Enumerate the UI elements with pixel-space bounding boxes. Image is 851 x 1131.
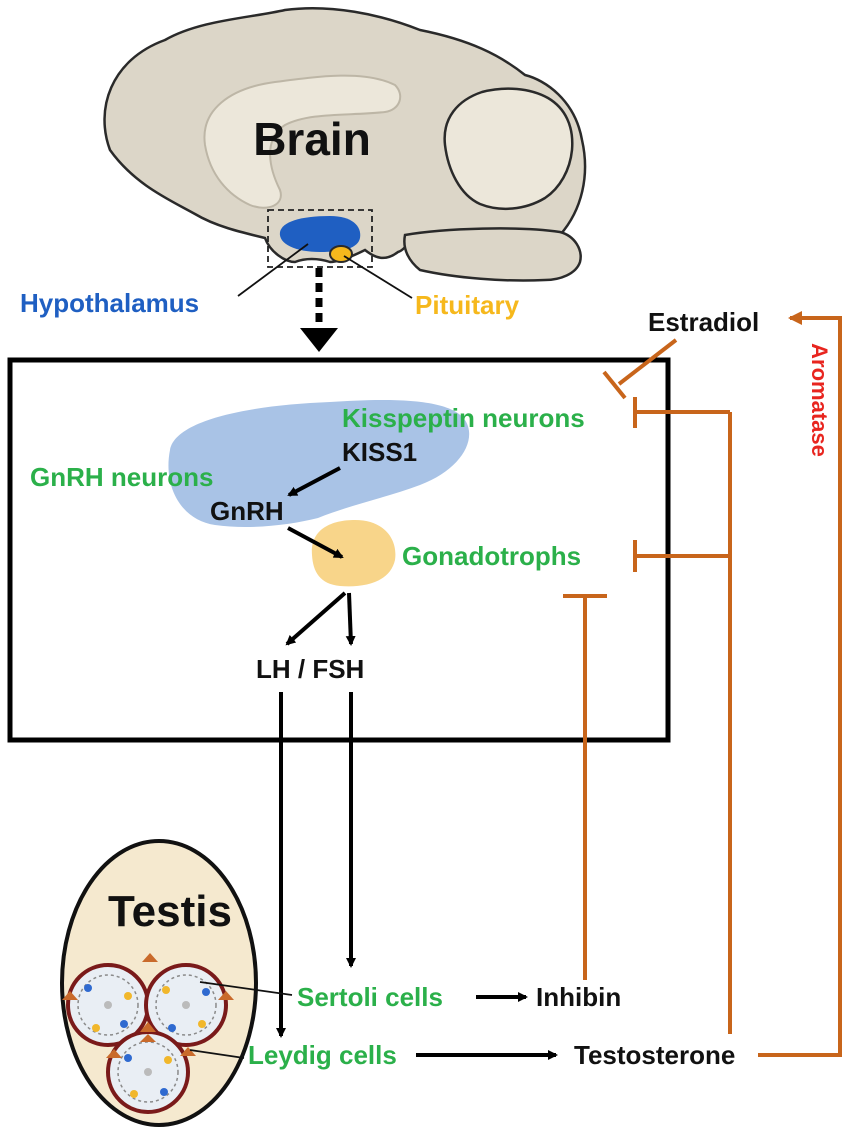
zoom-arrow-head (300, 328, 338, 352)
kiss1-label: KISS1 (342, 437, 417, 467)
testosterone-label: Testosterone (574, 1040, 735, 1070)
seminiferous-tubule-2 (144, 963, 228, 1047)
pituitary-to-fsh-arrow (345, 592, 356, 646)
pituitary-label: Pituitary (415, 290, 520, 320)
kiss1-to-gnrh-arrow (287, 466, 341, 497)
leydig-leader (189, 1049, 245, 1059)
hypothalamus-region (279, 216, 361, 252)
aromatase-label: Aromatase (807, 343, 832, 457)
hypothalamic-pituitary-box (7, 357, 671, 743)
brainstem-shape (403, 227, 582, 282)
hypothalamus-leader (237, 243, 309, 297)
testis-illustration (60, 839, 293, 1127)
ventricle-shape (203, 74, 402, 209)
sertoli-cells-label: Sertoli cells (297, 982, 443, 1012)
gnrh-neurons-label: GnRH neurons (30, 462, 213, 492)
estradiol-inhibition-line (617, 338, 678, 386)
seminiferous-tubule-3 (106, 1030, 190, 1114)
aromatase-loop (758, 311, 842, 1057)
seminiferous-tubule-1 (66, 963, 150, 1047)
testis-label: Testis (108, 887, 232, 936)
zoom-region-box (267, 209, 373, 268)
estradiol-inhibition-bar (602, 370, 627, 400)
hypothalamus-label: Hypothalamus (20, 288, 199, 318)
estradiol-label: Estradiol (648, 307, 759, 337)
gonadotrophs-label: Gonadotrophs (402, 541, 581, 571)
gnrh-label: GnRH (210, 496, 284, 526)
gnrh-to-pituitary-arrow (287, 526, 344, 559)
lh-fsh-label: LH / FSH (256, 654, 364, 684)
pituitary-region-detail (311, 520, 396, 587)
interstitial-cells (62, 953, 234, 1058)
feedback-lines (563, 311, 842, 1057)
kisspeptin-neurons-label: Kisspeptin neurons (342, 403, 585, 433)
pituitary-to-lh-arrow (285, 591, 347, 646)
brain-illustration (103, 7, 587, 352)
hypothalamus-region-detail (168, 399, 470, 528)
cerebellum-shape (443, 87, 574, 210)
leydig-cells-label: Leydig cells (248, 1040, 397, 1070)
inhibin-label: Inhibin (536, 982, 621, 1012)
sertoli-leader (199, 981, 293, 996)
brain-label: Brain (253, 113, 371, 165)
pituitary-leader (343, 255, 413, 299)
